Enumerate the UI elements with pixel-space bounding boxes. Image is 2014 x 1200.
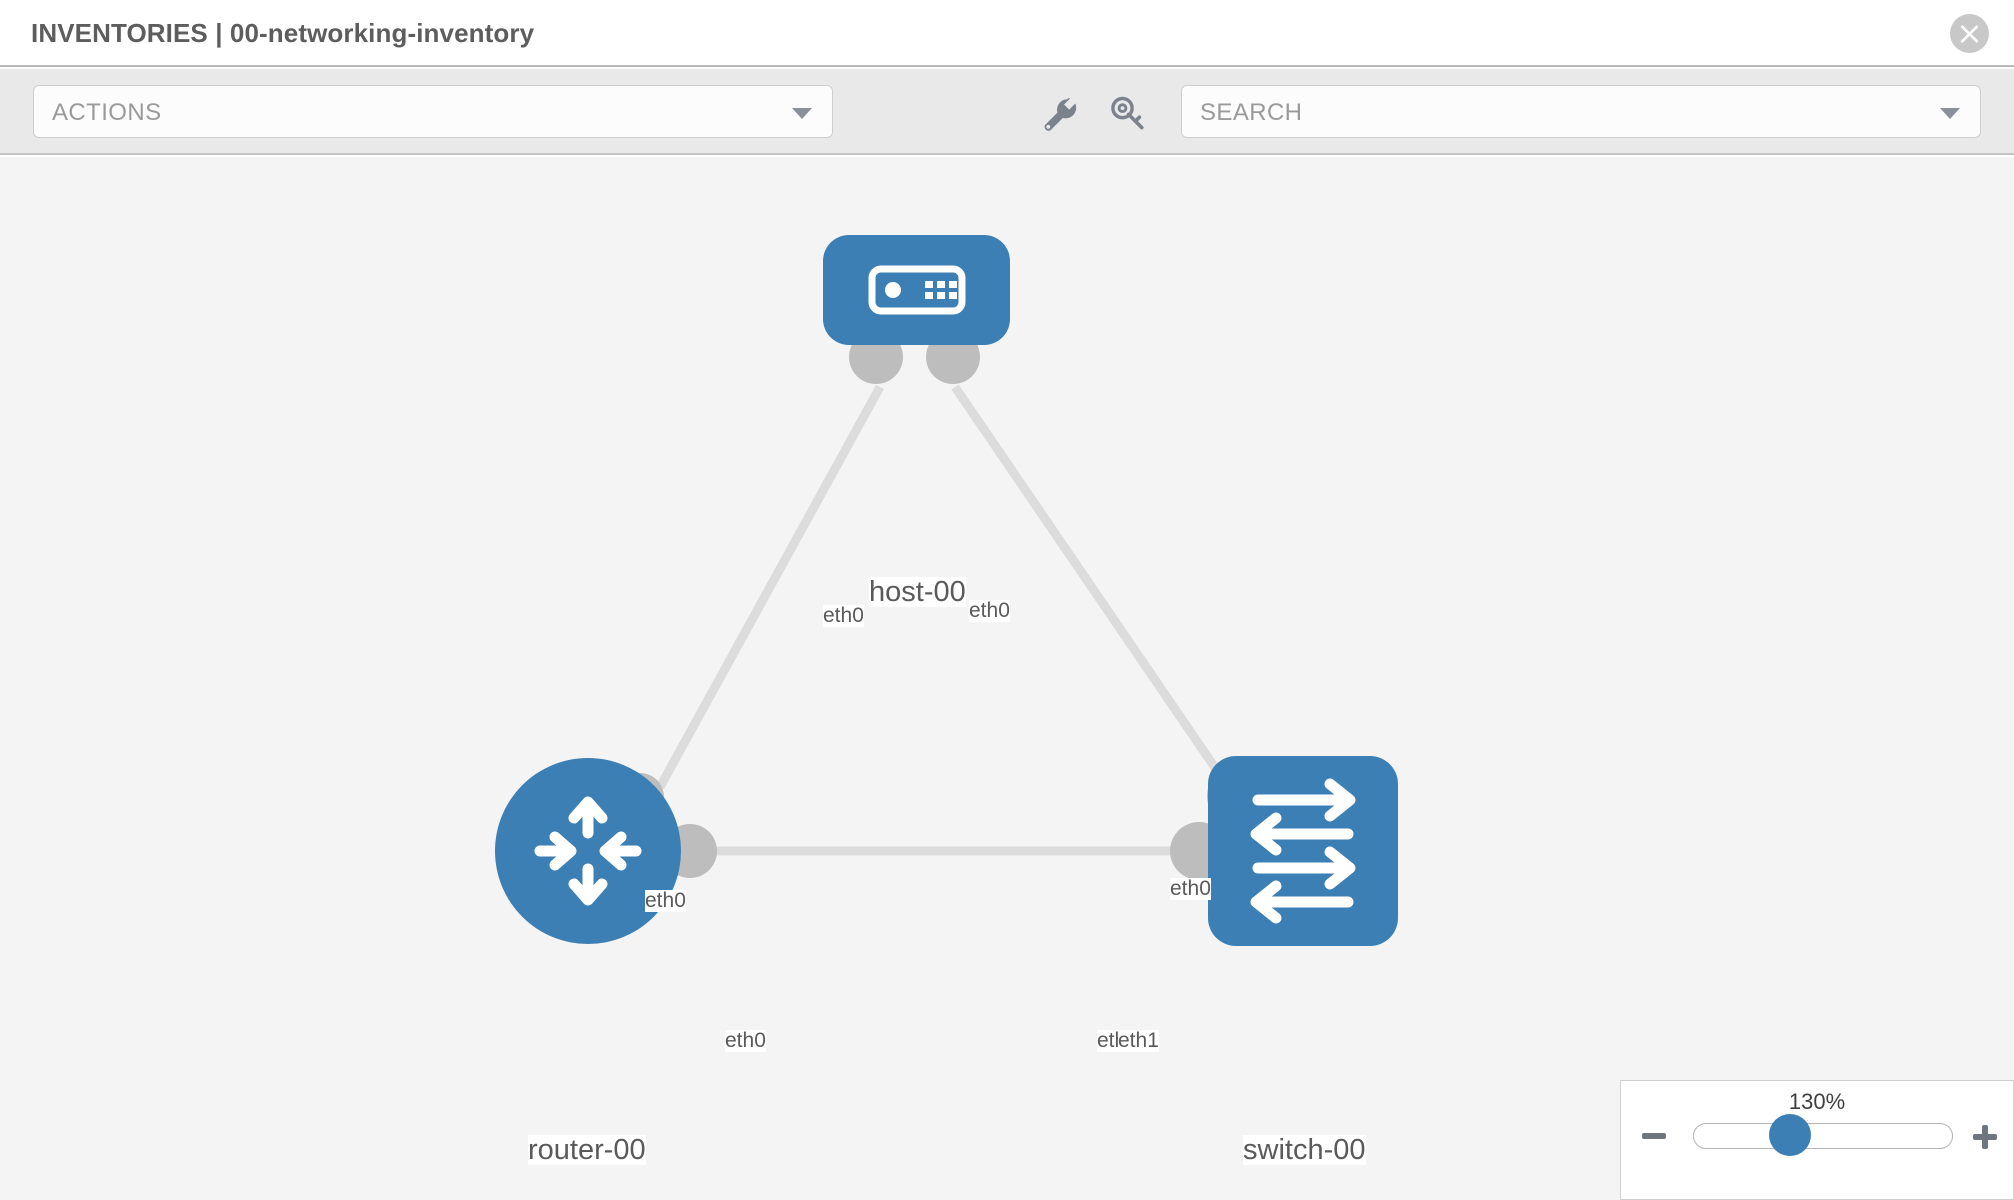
zoom-percent-label: 130%	[1788, 1089, 1846, 1114]
link-host-switch	[951, 384, 1239, 800]
edge-label-switch-left-eth1: eth1	[1118, 1029, 1159, 1053]
window-titlebar: INVENTORIES | 00-networking-inventory	[0, 0, 2014, 67]
search-input[interactable]: SEARCH	[1181, 85, 1981, 138]
node-label-switch-00: switch-00	[1243, 1134, 1366, 1166]
node-router-00[interactable]	[495, 758, 681, 944]
edge-label-host-left-eth0: eth0	[823, 604, 864, 628]
search-placeholder: SEARCH	[1200, 99, 1303, 126]
edge-label-switch-up-eth0: eth0	[1170, 877, 1211, 901]
actions-dropdown[interactable]: ACTIONS	[33, 85, 833, 138]
wrench-icon[interactable]	[1036, 91, 1082, 137]
zoom-control: 130%	[1620, 1080, 2014, 1200]
link-host-router	[656, 384, 884, 790]
chevron-down-icon	[1940, 108, 1960, 119]
topology-graph	[495, 235, 1398, 946]
zoom-slider-track[interactable]	[1693, 1123, 1953, 1149]
zoom-slider-thumb[interactable]	[1769, 1114, 1811, 1156]
toolbar: ACTIONS SEARCH	[0, 69, 2014, 155]
topology-canvas[interactable]: host-00 router-00 switch-00 eth0 eth0 et…	[0, 157, 2014, 1200]
page-title: INVENTORIES | 00-networking-inventory	[31, 18, 535, 48]
server-device-icon	[868, 265, 966, 315]
node-host-00[interactable]	[823, 235, 1010, 345]
zoom-in-button[interactable]	[1969, 1121, 2001, 1158]
node-switch-00[interactable]	[1208, 756, 1398, 946]
edge-label-host-right-eth0: eth0	[969, 599, 1010, 623]
topology-links	[656, 384, 1239, 856]
key-icon[interactable]	[1104, 91, 1150, 137]
chevron-down-icon	[792, 108, 812, 119]
node-label-host-00: host-00	[869, 576, 966, 608]
edge-label-router-right-eth0: eth0	[725, 1029, 766, 1053]
four-arrows-icon	[534, 796, 642, 906]
close-icon[interactable]	[1950, 14, 1989, 53]
exchange-arrows-icon	[1250, 778, 1356, 924]
zoom-out-button[interactable]	[1639, 1121, 1669, 1156]
node-label-router-00: router-00	[528, 1134, 646, 1166]
actions-dropdown-label: ACTIONS	[52, 99, 162, 126]
edge-label-router-up-eth0: eth0	[645, 889, 686, 913]
